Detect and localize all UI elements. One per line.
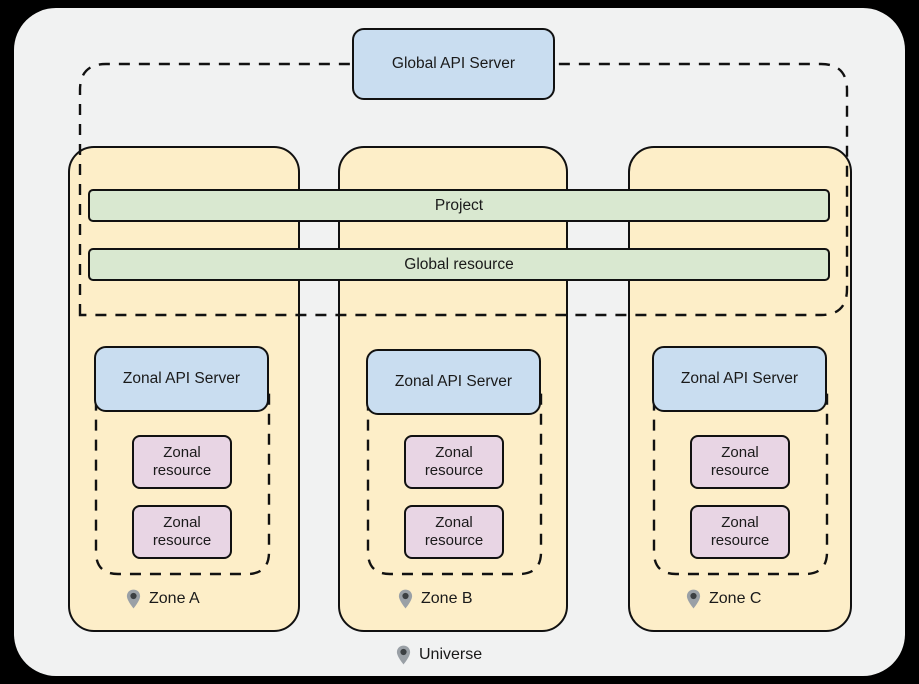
zonal-resource-c-2[interactable]: Zonal resource xyxy=(690,505,790,559)
zonal-resource-line1: Zonal xyxy=(721,514,759,532)
zone-label-text: Zone B xyxy=(421,590,473,607)
zone-label-c: Zone C xyxy=(686,589,761,609)
zone-label-text: Zone C xyxy=(709,590,762,607)
map-pin-icon xyxy=(396,645,411,665)
zonal-resource-line1: Zonal xyxy=(163,514,201,532)
zonal-resource-b-1[interactable]: Zonal resource xyxy=(404,435,504,489)
zonal-resource-line2: resource xyxy=(152,462,212,479)
zonal-resource-line1: Zonal xyxy=(435,514,473,532)
zone-label-b: Zone B xyxy=(398,589,473,609)
zone-label-text: Zone A xyxy=(149,590,200,607)
global-bar-global-resource[interactable]: Global resource xyxy=(88,248,830,281)
zonal-api-server-a[interactable]: Zonal API Server xyxy=(94,346,269,412)
zonal-resource-line2: resource xyxy=(152,532,212,549)
zonal-resource-line2: resource xyxy=(424,462,484,479)
map-pin-icon xyxy=(126,589,141,609)
zonal-api-server-c[interactable]: Zonal API Server xyxy=(652,346,827,412)
zonal-resource-a-1[interactable]: Zonal resource xyxy=(132,435,232,489)
global-api-server-node[interactable]: Global API Server xyxy=(352,28,555,100)
global-bar-project[interactable]: Project xyxy=(88,189,830,222)
universe-label-text: Universe xyxy=(419,646,483,663)
universe-label: Universe xyxy=(396,645,482,665)
zonal-resource-line1: Zonal xyxy=(163,444,201,462)
zonal-resource-line2: resource xyxy=(710,532,770,549)
zonal-api-server-b[interactable]: Zonal API Server xyxy=(366,349,541,415)
zonal-resource-line1: Zonal xyxy=(721,444,759,462)
zone-label-a: Zone A xyxy=(126,589,200,609)
zonal-resource-line2: resource xyxy=(710,462,770,479)
map-pin-icon xyxy=(398,589,413,609)
zonal-resource-a-2[interactable]: Zonal resource xyxy=(132,505,232,559)
zonal-resource-b-2[interactable]: Zonal resource xyxy=(404,505,504,559)
zonal-resource-c-1[interactable]: Zonal resource xyxy=(690,435,790,489)
map-pin-icon xyxy=(686,589,701,609)
zonal-resource-line1: Zonal xyxy=(435,444,473,462)
zonal-resource-line2: resource xyxy=(424,532,484,549)
